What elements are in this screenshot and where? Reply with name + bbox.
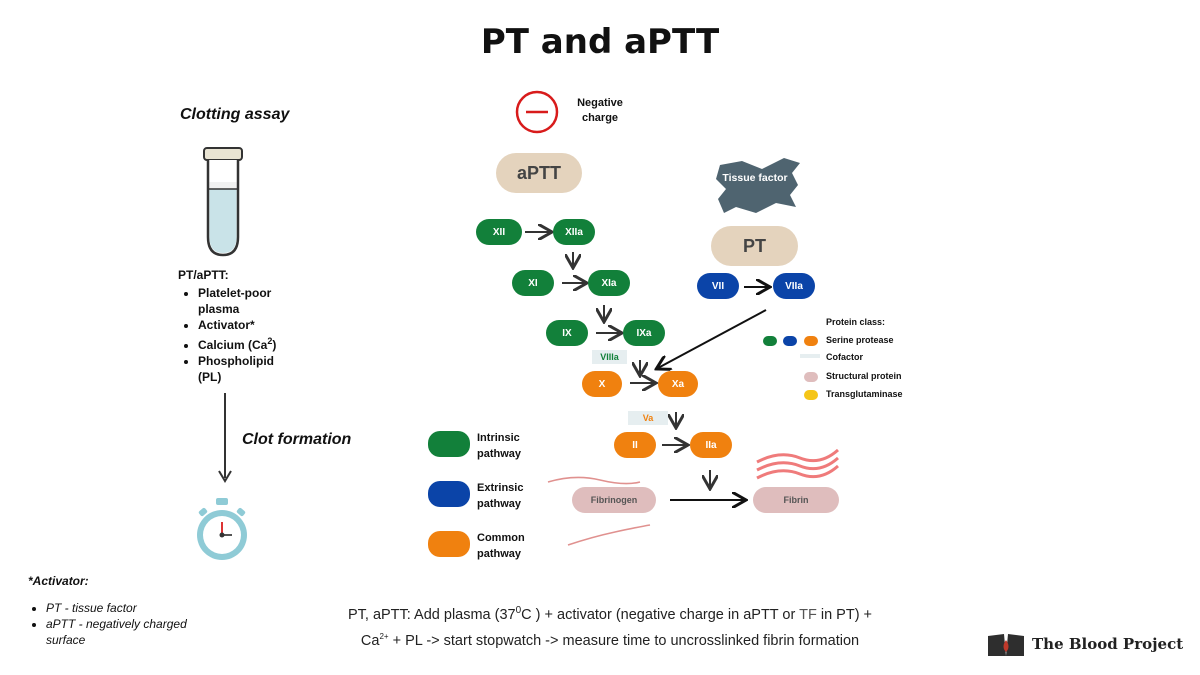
factor-ix: IX (546, 320, 588, 346)
requirement-calcium: Calcium (Ca2) (198, 333, 298, 353)
pt-label: PT (711, 226, 798, 266)
activator-note-list: PT - tissue factor aPTT - negatively cha… (28, 600, 228, 648)
structural-dot (804, 372, 818, 382)
tissue-factor-icon (716, 158, 800, 213)
factor-x: X (582, 371, 622, 397)
activator-note-pt: PT - tissue factor (46, 600, 228, 616)
factor-ii: II (614, 432, 656, 458)
legend-intrinsic-label: Intrinsic pathway (477, 432, 522, 460)
negative-charge-label: Negative charge (577, 97, 623, 124)
factor-viia: VIIa (773, 273, 815, 299)
requirement-activator: Activator* (198, 317, 298, 333)
legend-common-label: Common pathway (477, 532, 525, 560)
cofactor-swatch (800, 354, 820, 358)
factor-xia: XIa (588, 270, 630, 296)
structural-protein-label: Structural protein (826, 371, 902, 381)
requirements-list: Platelet-poor plasma Activator* Calcium … (178, 285, 298, 385)
arrow-viia-x (658, 309, 767, 368)
serine-dot-blue (783, 336, 797, 346)
serine-protease-label: Serine protease (826, 335, 894, 345)
fibrinogen: Fibrinogen (572, 487, 656, 513)
procedure-note: PT, aPTT: Add plasma (370C ) + activator… (300, 600, 920, 652)
transglutaminase-dot (804, 390, 818, 400)
test-tube-icon (203, 147, 243, 257)
activator-note-title: *Activator: (28, 574, 89, 588)
factor-xii: XII (476, 219, 522, 245)
factor-xa: Xa (658, 371, 698, 397)
page-title: PT and aPTT (480, 22, 720, 62)
clot-formation-label: Clot formation (242, 431, 352, 448)
legend-extrinsic-swatch (428, 481, 470, 507)
transglutaminase-label: Transglutaminase (826, 389, 903, 399)
factor-va: Va (628, 411, 668, 425)
legend-intrinsic-swatch (428, 431, 470, 457)
factor-vii: VII (697, 273, 739, 299)
cofactor-label: Cofactor (826, 352, 864, 362)
serine-dot-orange (804, 336, 818, 346)
factor-iia: IIa (690, 432, 732, 458)
blood-project-logo-icon (988, 634, 1024, 656)
protein-class-title: Protein class: (826, 317, 886, 327)
activator-note-aptt: aPTT - negatively charged surface (46, 616, 228, 648)
factor-ixa: IXa (623, 320, 665, 346)
factor-viiia: VIIIa (592, 350, 627, 364)
serine-dot-green (763, 336, 777, 346)
stopwatch-icon (197, 498, 247, 560)
factor-xiia: XIIa (553, 219, 595, 245)
requirement-plasma: Platelet-poor plasma (198, 285, 298, 317)
procedure-line-1: PT, aPTT: Add plasma (370C ) + activator… (347, 605, 873, 623)
requirement-phospholipid: Phospholipid (PL) (198, 353, 298, 385)
aptt-label: aPTT (496, 153, 582, 193)
legend-common-swatch (428, 531, 470, 557)
brand-name: The Blood Project (1032, 635, 1184, 653)
fibrin: Fibrin (753, 487, 839, 513)
tissue-factor-label: Tissue factor (722, 172, 788, 184)
factor-xi: XI (512, 270, 554, 296)
requirements-heading: PT/aPTT: (178, 268, 229, 282)
procedure-line-2: Ca2+ + PL -> start stopwatch -> measure … (360, 631, 860, 649)
fibrin-strands-icon (756, 448, 839, 480)
fibrinogen-strands-icon (547, 476, 651, 546)
legend-extrinsic-label: Extrinsic pathway (477, 482, 524, 510)
down-arrow-icon (218, 393, 232, 483)
clotting-assay-heading: Clotting assay (180, 106, 290, 123)
negative-charge-icon (515, 90, 559, 134)
